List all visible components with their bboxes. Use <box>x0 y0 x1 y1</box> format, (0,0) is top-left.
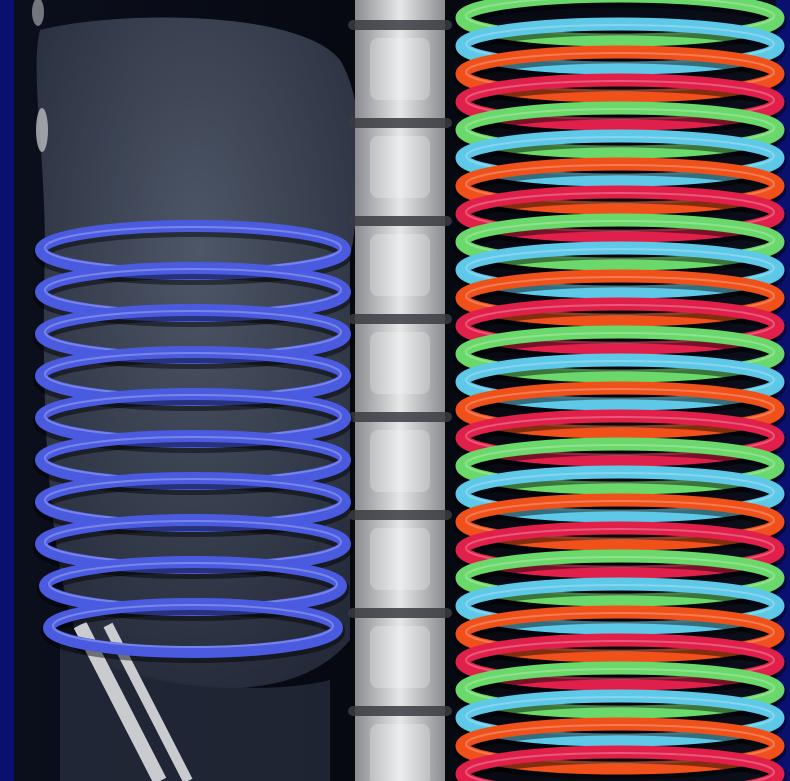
vertebra-body <box>370 38 430 100</box>
vertebra-gap <box>348 314 452 324</box>
spinal-column <box>348 0 452 781</box>
vertebra-body <box>370 332 430 394</box>
vertebra-gap <box>348 510 452 520</box>
vertebra-gap <box>348 20 452 30</box>
vertebra-gap <box>348 608 452 618</box>
vertebra-gap <box>348 216 452 226</box>
vertebra-gap <box>348 118 452 128</box>
vertebra-body <box>370 136 430 198</box>
vertebra-gap <box>348 706 452 716</box>
vertebra-body <box>370 724 430 781</box>
vertebra-body <box>370 528 430 590</box>
vertebra-body <box>370 234 430 296</box>
vertebra-body <box>370 430 430 492</box>
vertebra-body <box>370 626 430 688</box>
vertebra-gap <box>348 412 452 422</box>
